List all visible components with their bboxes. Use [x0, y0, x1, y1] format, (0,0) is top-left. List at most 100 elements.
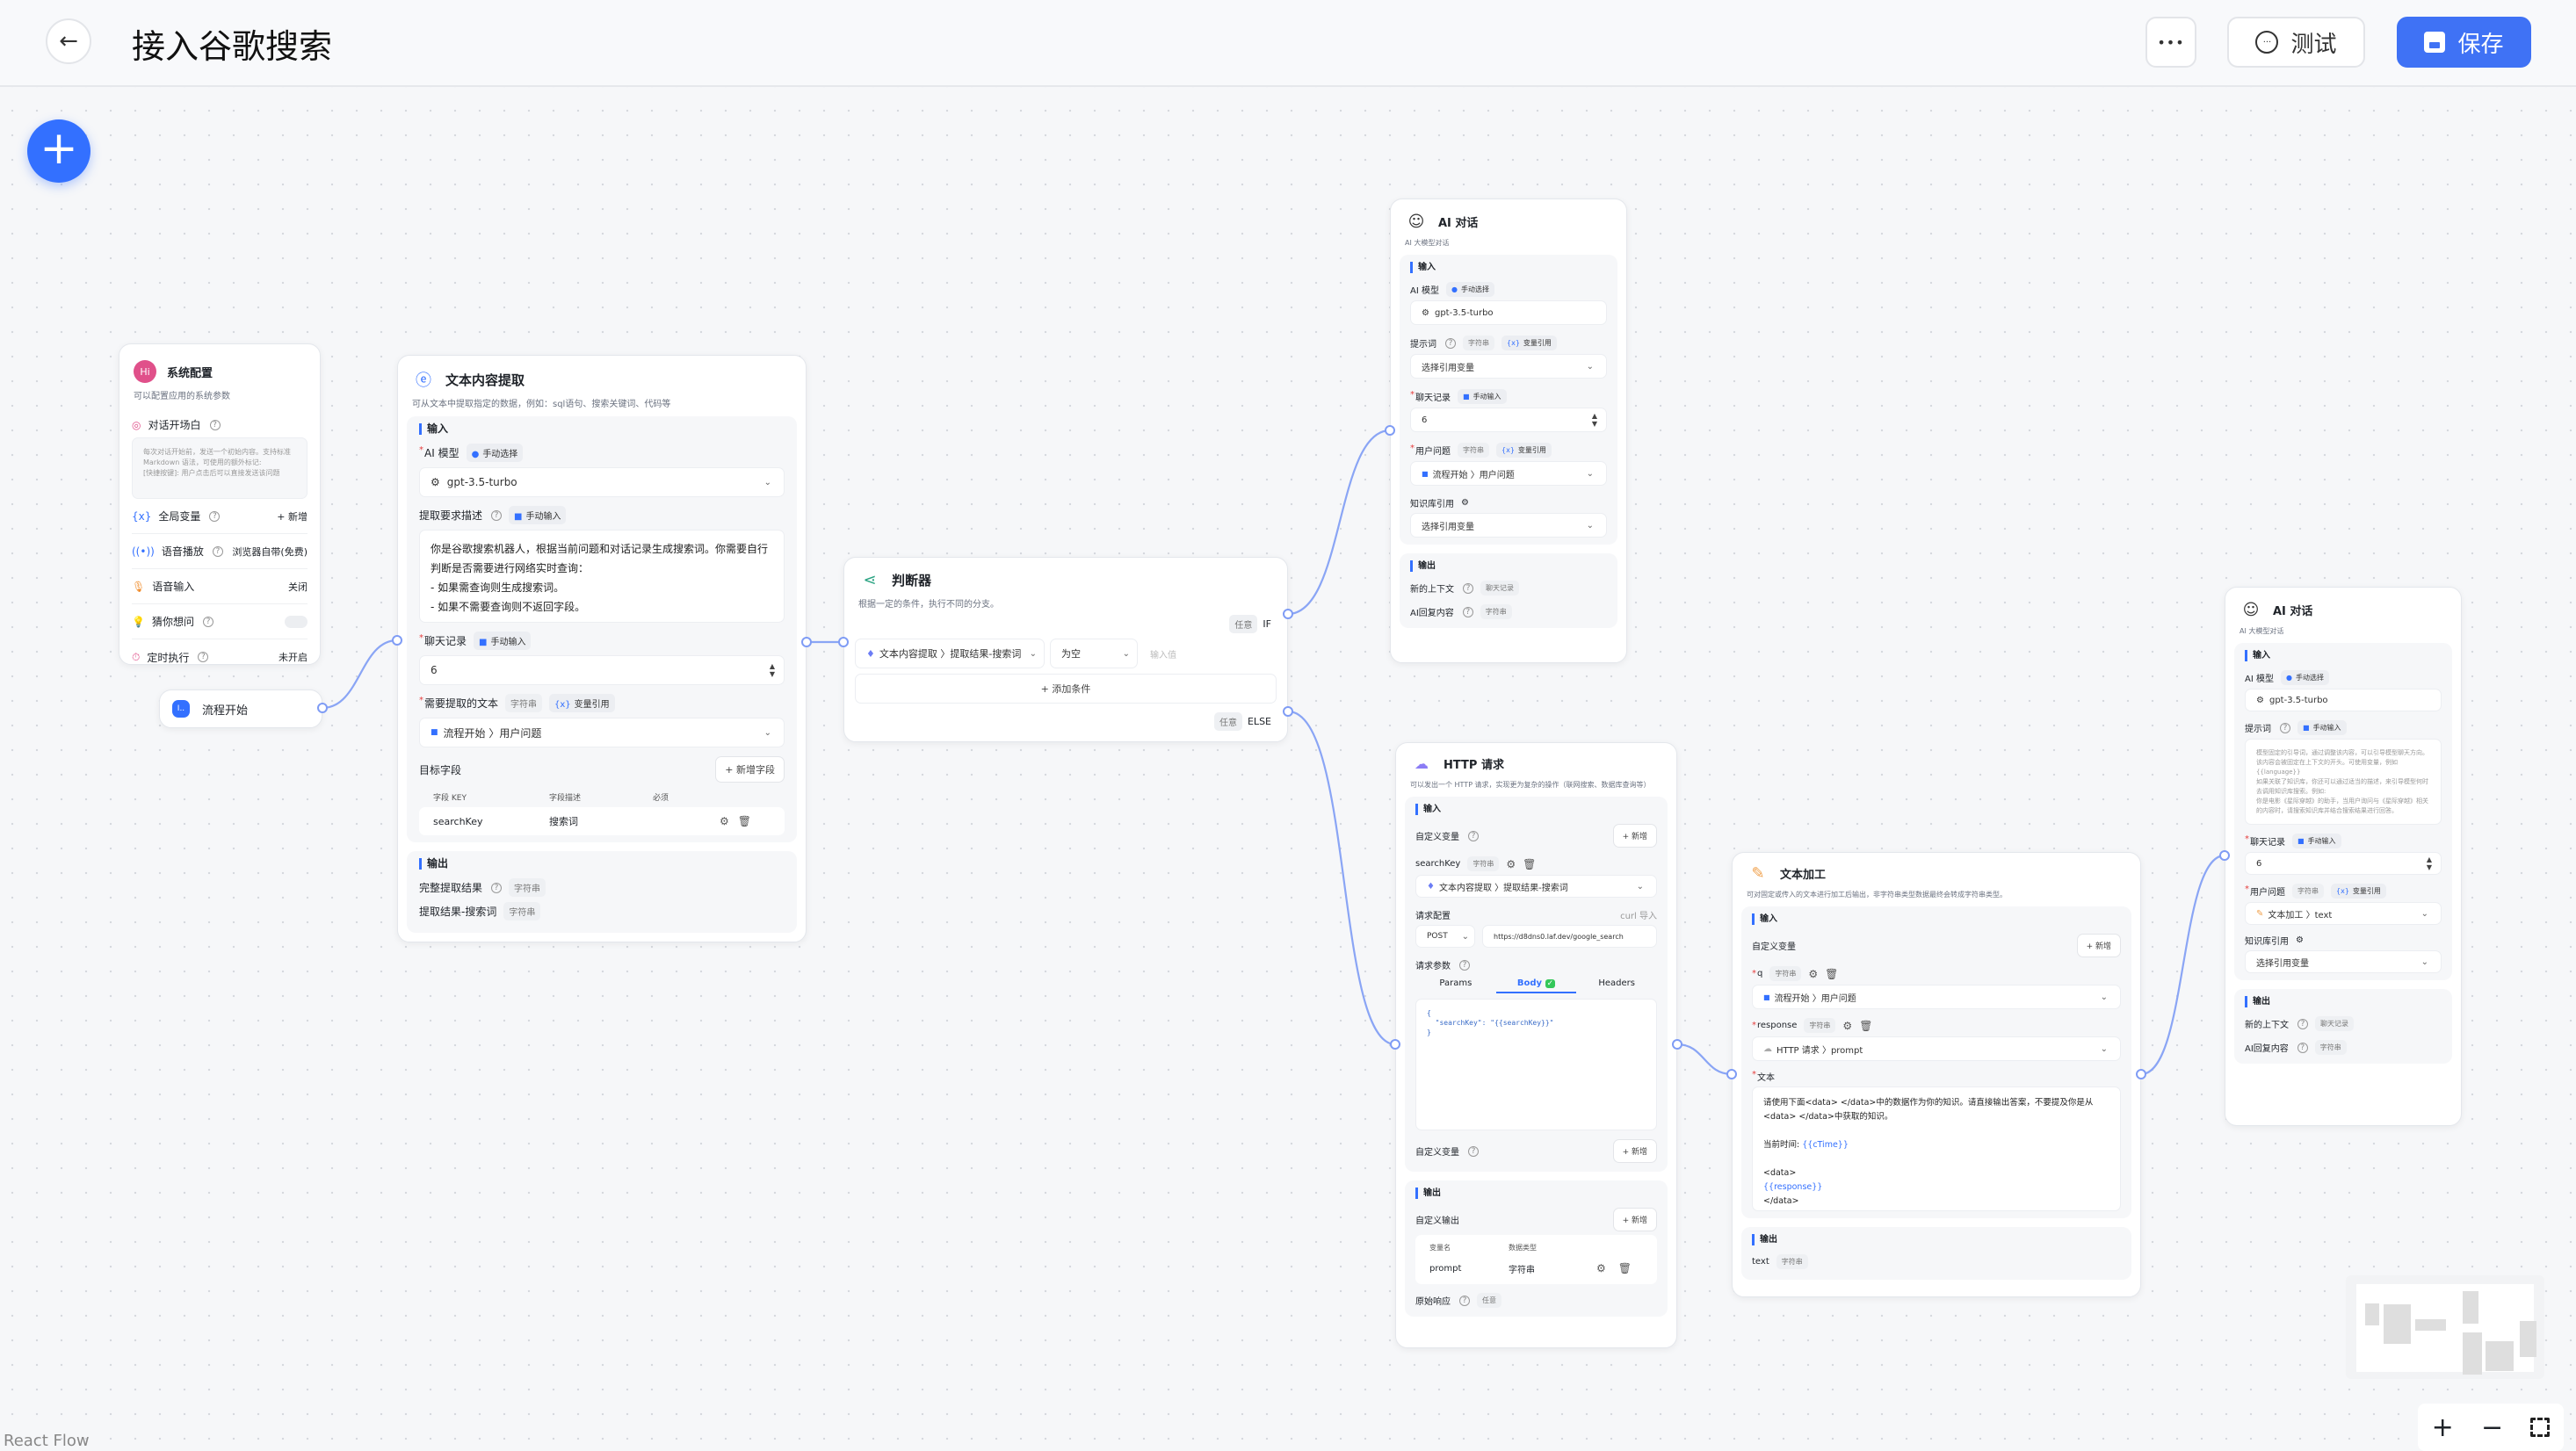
- add-field-button[interactable]: + 新增字段: [715, 756, 785, 783]
- var-ref-chip[interactable]: {x}变量引用: [2331, 884, 2386, 899]
- ai-chat-node-2[interactable]: ☺AI 对话 AI 大模型对话 输入 AI 模型●手动选择 ⚙gpt-3.5-t…: [2225, 587, 2462, 1126]
- test-button[interactable]: ···测试: [2227, 17, 2365, 68]
- tab-headers[interactable]: Headers: [1598, 978, 1635, 988]
- trash-icon[interactable]: 🗑: [1825, 967, 1839, 980]
- kb-select[interactable]: 选择引用变量⌄: [1410, 513, 1607, 538]
- kb-select[interactable]: 选择引用变量⌄: [2245, 950, 2442, 973]
- flow-start-source-handle[interactable]: [317, 703, 328, 713]
- history-number-input[interactable]: 6▲▼: [2245, 852, 2442, 875]
- http-request-node[interactable]: ☁HTTP 请求 可以发出一个 HTTP 请求，实现更为复杂的操作（联网搜索、数…: [1395, 742, 1677, 1348]
- flow-start-node[interactable]: I.. 流程开始: [159, 689, 322, 728]
- sysrow-voice-input[interactable]: 🎙语音输入关闭: [132, 569, 308, 604]
- add-variable-button[interactable]: + 新增: [1612, 1139, 1657, 1163]
- add-node-button[interactable]: +: [27, 119, 90, 183]
- fit-view-icon[interactable]: [2530, 1418, 2551, 1437]
- model-select[interactable]: ⚙gpt-3.5-turbo: [1410, 300, 1607, 325]
- gear-icon[interactable]: ⚙: [1461, 498, 1469, 508]
- stepper-icon[interactable]: ▲▼: [2426, 855, 2432, 871]
- manual-input-chip[interactable]: ■手动输入: [1458, 389, 1507, 404]
- text-extract-source-handle[interactable]: [801, 637, 812, 647]
- manual-input-chip[interactable]: ■手动输入: [509, 506, 567, 524]
- text-extract-target-handle[interactable]: [392, 635, 402, 646]
- var-ref-chip[interactable]: {x}变量引用: [1501, 336, 1557, 350]
- zoom-in-button[interactable]: +: [2431, 1411, 2454, 1443]
- condition-value-input[interactable]: 输入值: [1150, 650, 1176, 661]
- gear-icon[interactable]: ⚙: [1596, 1262, 1606, 1274]
- trash-icon[interactable]: 🗑: [1617, 1262, 1632, 1274]
- add-variable-button[interactable]: + 新增: [2076, 934, 2121, 957]
- react-flow-attribution[interactable]: React Flow: [4, 1432, 90, 1450]
- more-button[interactable]: •••: [2145, 17, 2196, 68]
- var-ref-chip[interactable]: {x}变量引用: [549, 694, 615, 712]
- add-global-var-button[interactable]: + 新增: [277, 510, 308, 523]
- edge-start-to-extract: [322, 639, 398, 710]
- stepper-icon[interactable]: ▲▼: [1591, 412, 1597, 428]
- ai-chat-node-1[interactable]: ☺AI 对话 AI 大模型对话 输入 AI 模型●手动选择 ⚙gpt-3.5-t…: [1390, 199, 1627, 663]
- zoom-out-button[interactable]: −: [2480, 1411, 2504, 1443]
- tab-body[interactable]: Body ✓: [1495, 975, 1577, 993]
- http-target-handle[interactable]: [1390, 1039, 1400, 1050]
- gear-icon[interactable]: ⚙: [1506, 857, 1516, 870]
- gear-icon[interactable]: ⚙: [1808, 967, 1819, 980]
- else-source-handle[interactable]: [1283, 706, 1293, 717]
- sysrow-schedule[interactable]: ⏱定时执行?未开启: [132, 639, 308, 664]
- condition-variable-select[interactable]: ♦文本内容提取 〉提取结果-搜索词⌄: [855, 639, 1045, 668]
- model-select[interactable]: ⚙gpt-3.5-turbo⌄: [419, 467, 785, 497]
- ai-chat-2-target-handle[interactable]: [2219, 850, 2230, 861]
- q-select[interactable]: ■流程开始 〉用户问题⌄: [1752, 985, 2121, 1009]
- history-number-input[interactable]: 6▲▼: [1410, 408, 1607, 432]
- section-title: 输出: [1415, 1188, 1657, 1199]
- ai-chat-1-target-handle[interactable]: [1385, 425, 1395, 436]
- body-editor[interactable]: { "searchKey": "{{searchKey}}" }: [1415, 999, 1657, 1130]
- trash-icon[interactable]: 🗑: [1523, 857, 1537, 870]
- http-source-handle[interactable]: [1672, 1039, 1682, 1050]
- trash-icon[interactable]: 🗑: [1859, 1019, 1873, 1032]
- text-template-editor[interactable]: 请使用下面<data> </data>中的数据作为你的知识。请直接输出答案，不要…: [1752, 1086, 2121, 1211]
- history-number-input[interactable]: 6▲▼: [419, 655, 785, 685]
- search-key-select[interactable]: ♦文本内容提取 〉提取结果-搜索词⌄: [1415, 875, 1657, 898]
- add-condition-button[interactable]: + 添加条件: [855, 674, 1277, 704]
- model-select[interactable]: ⚙gpt-3.5-turbo: [2245, 689, 2442, 711]
- sysrow-tts[interactable]: ((•))语音播放?浏览器自带(免费): [132, 534, 308, 569]
- condition-operator-select[interactable]: 为空⌄: [1050, 639, 1138, 668]
- guess-toggle[interactable]: [285, 615, 308, 628]
- trash-icon[interactable]: 🗑: [737, 815, 751, 827]
- condition-target-handle[interactable]: [838, 637, 849, 647]
- tab-params[interactable]: Params: [1439, 978, 1473, 988]
- response-select[interactable]: ☁HTTP 请求 〉prompt⌄: [1752, 1036, 2121, 1061]
- if-source-handle[interactable]: [1283, 609, 1293, 619]
- question-select[interactable]: ■流程开始 〉用户问题⌄: [1410, 461, 1607, 486]
- gear-icon[interactable]: ⚙: [720, 815, 729, 827]
- text-process-node[interactable]: ✎文本加工 可对固定或传入的文本进行加工后输出，非字符串类型数据最终会转成字符串…: [1732, 852, 2141, 1297]
- back-button[interactable]: ←: [46, 18, 91, 64]
- question-select[interactable]: ✎文本加工 〉text⌄: [2245, 902, 2442, 925]
- manual-input-chip[interactable]: ■手动输入: [2292, 834, 2341, 848]
- extract-description-textarea[interactable]: 你是谷歌搜索机器人，根据当前问题和对话记录生成搜索词。你需要自行判断是否需要进行…: [419, 530, 785, 623]
- minimap[interactable]: [2346, 1275, 2544, 1379]
- text-process-target-handle[interactable]: [1726, 1069, 1737, 1079]
- curl-import-link[interactable]: curl 导入: [1620, 912, 1657, 921]
- gear-icon[interactable]: ⚙: [2296, 935, 2304, 945]
- manual-select-chip[interactable]: ●手动选择: [1445, 282, 1494, 297]
- manual-input-chip[interactable]: ■手动输入: [2297, 720, 2347, 735]
- stepper-icon[interactable]: ▲▼: [769, 662, 775, 678]
- text-process-source-handle[interactable]: [2136, 1069, 2146, 1079]
- save-button[interactable]: 保存: [2397, 17, 2531, 68]
- sysrow-global-vars[interactable]: {x}全局变量?+ 新增: [132, 499, 308, 534]
- var-ref-chip[interactable]: {x}变量引用: [1496, 443, 1552, 458]
- url-input[interactable]: https://d8dns0.laf.dev/google_search: [1482, 925, 1657, 948]
- manual-select-chip[interactable]: ●手动选择: [466, 444, 524, 462]
- prompt-select[interactable]: 选择引用变量⌄: [1410, 354, 1607, 379]
- add-variable-button[interactable]: + 新增: [1612, 824, 1657, 848]
- add-output-button[interactable]: + 新增: [1612, 1208, 1657, 1231]
- manual-input-chip[interactable]: ■手动输入: [474, 632, 532, 650]
- gear-icon[interactable]: ⚙: [1842, 1019, 1853, 1032]
- welcome-textarea[interactable]: 每次对话开始前，发送一个初始内容。支持标准 Markdown 语法，可使用的额外…: [132, 437, 308, 499]
- text-ref-select[interactable]: ■流程开始 〉用户问题⌄: [419, 718, 785, 747]
- prompt-textarea[interactable]: 模型固定的引导词，通过调整该内容，可以引导模型聊天方向。该内容会被固定在上下文的…: [2245, 739, 2442, 825]
- manual-select-chip[interactable]: ●手动选择: [2280, 670, 2329, 685]
- method-select[interactable]: POST⌄: [1415, 925, 1475, 948]
